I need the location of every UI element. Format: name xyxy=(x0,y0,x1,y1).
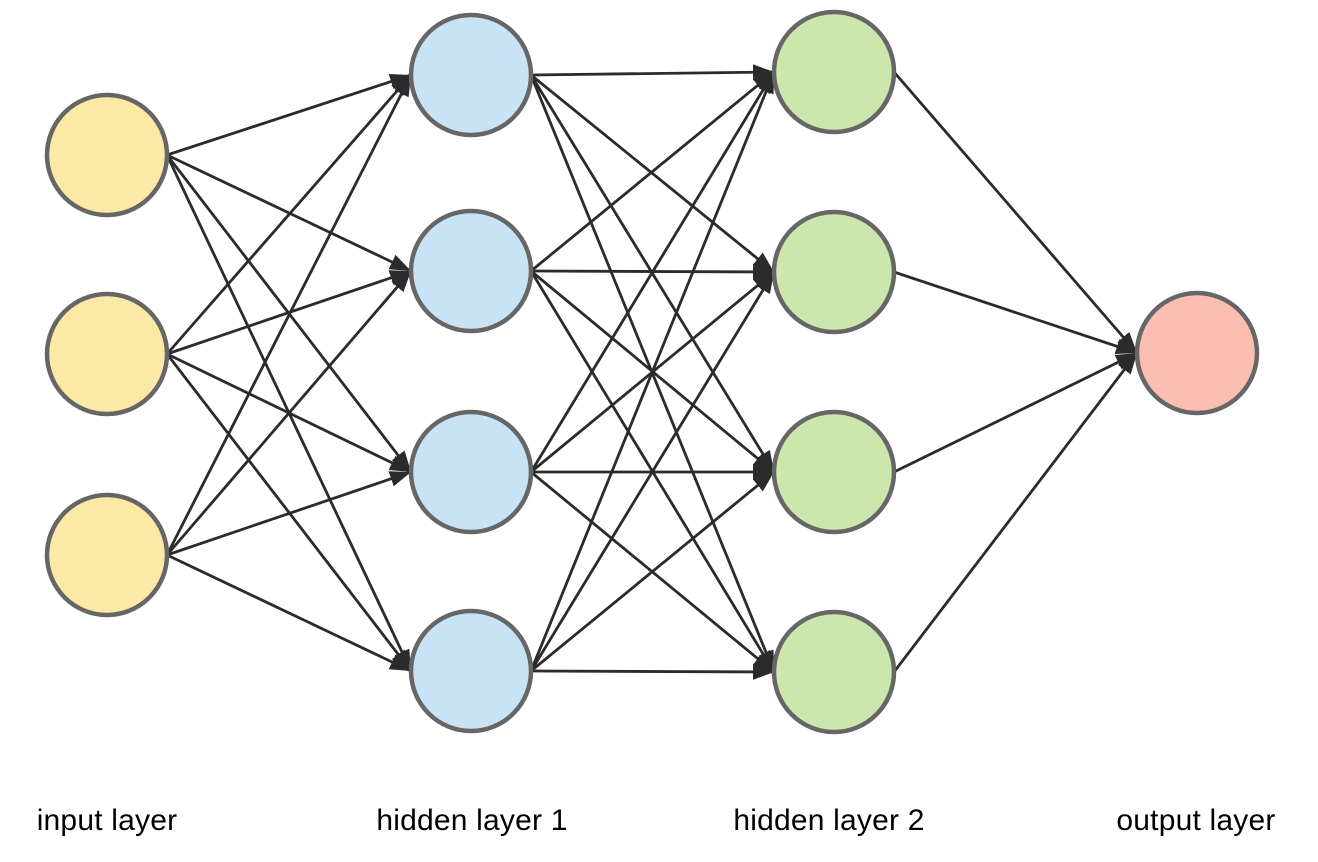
node-hidden-2-4 xyxy=(771,609,897,735)
edge-hidden-1-4-to-hidden-2-3 xyxy=(530,470,775,673)
edge-hidden-1-1-to-hidden-2-2 xyxy=(530,73,775,274)
node-output-1 xyxy=(1134,290,1260,416)
edge-hidden-1-4-to-hidden-2-1 xyxy=(529,71,776,672)
nodes-group xyxy=(44,9,1260,735)
layer-label-hidden-2: hidden layer 2 xyxy=(733,804,925,837)
layer-label-output: output layer xyxy=(1116,804,1276,837)
edge-hidden-1-4-to-hidden-2-4 xyxy=(530,663,775,680)
edge-hidden-1-2-to-hidden-2-1 xyxy=(530,70,775,273)
edge-hidden-2-2-to-output-1 xyxy=(893,270,1138,355)
edge-hidden-1-1-to-hidden-2-1 xyxy=(530,64,775,81)
edge-hidden-2-3-to-output-1 xyxy=(893,351,1138,474)
edge-input-3-to-hidden-1-3 xyxy=(166,470,412,557)
edge-input-3-to-hidden-1-4 xyxy=(166,553,412,673)
node-hidden-2-1 xyxy=(771,9,897,135)
edge-hidden-2-1-to-output-1 xyxy=(892,71,1139,354)
node-input-3 xyxy=(44,492,170,618)
edges-group xyxy=(165,64,1139,680)
node-hidden-1-1 xyxy=(408,12,534,138)
edge-hidden-1-3-to-hidden-2-1 xyxy=(529,71,776,473)
edge-input-1-to-hidden-1-1 xyxy=(166,73,412,157)
layer-label-hidden-1: hidden layer 1 xyxy=(376,804,568,837)
node-input-1 xyxy=(44,92,170,218)
node-hidden-1-4 xyxy=(408,608,534,734)
node-input-2 xyxy=(44,291,170,417)
edge-hidden-2-4-to-output-1 xyxy=(892,352,1139,673)
node-hidden-1-3 xyxy=(408,409,534,535)
node-hidden-2-3 xyxy=(771,409,897,535)
layer-label-input: input layer xyxy=(36,804,178,837)
edge-input-3-to-hidden-1-2 xyxy=(165,270,413,556)
edge-hidden-1-4-to-hidden-2-2 xyxy=(529,271,776,672)
node-hidden-1-2 xyxy=(408,208,534,334)
edge-input-3-to-hidden-1-1 xyxy=(165,74,413,556)
edge-input-2-to-hidden-1-1 xyxy=(165,74,413,355)
node-hidden-2-2 xyxy=(771,209,897,335)
